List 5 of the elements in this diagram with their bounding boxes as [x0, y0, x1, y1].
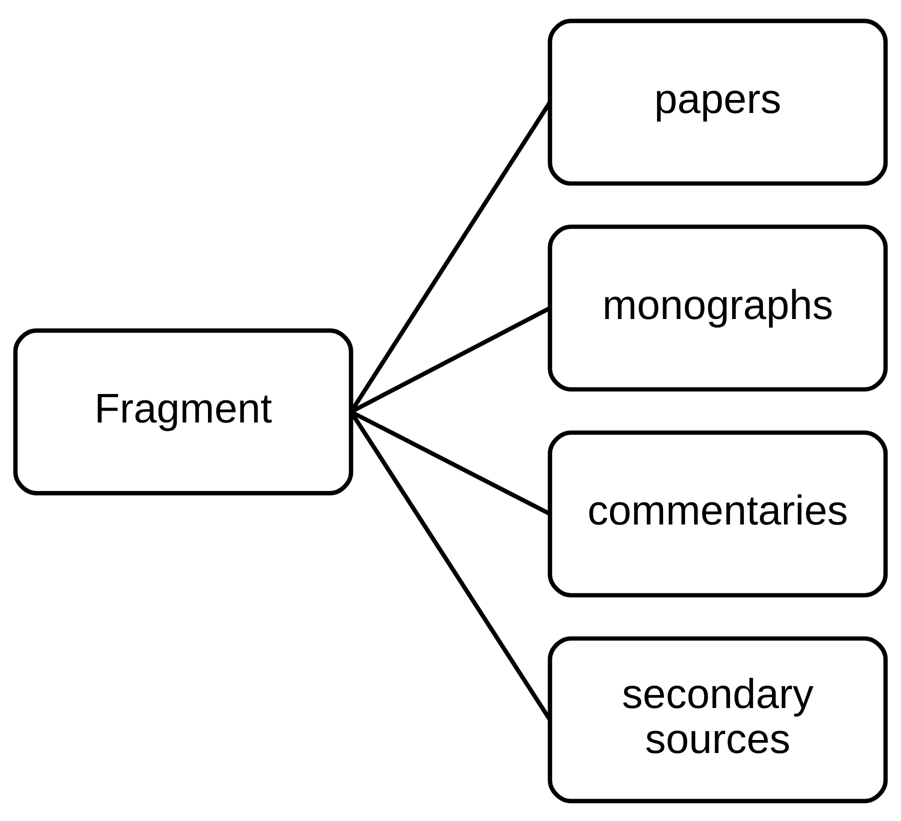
node-box: Fragment	[13, 328, 354, 495]
node-box: papers	[548, 18, 888, 186]
node-box: secondary sources	[548, 636, 888, 803]
node-box: commentaries	[548, 430, 888, 597]
node-box: monographs	[548, 224, 888, 392]
